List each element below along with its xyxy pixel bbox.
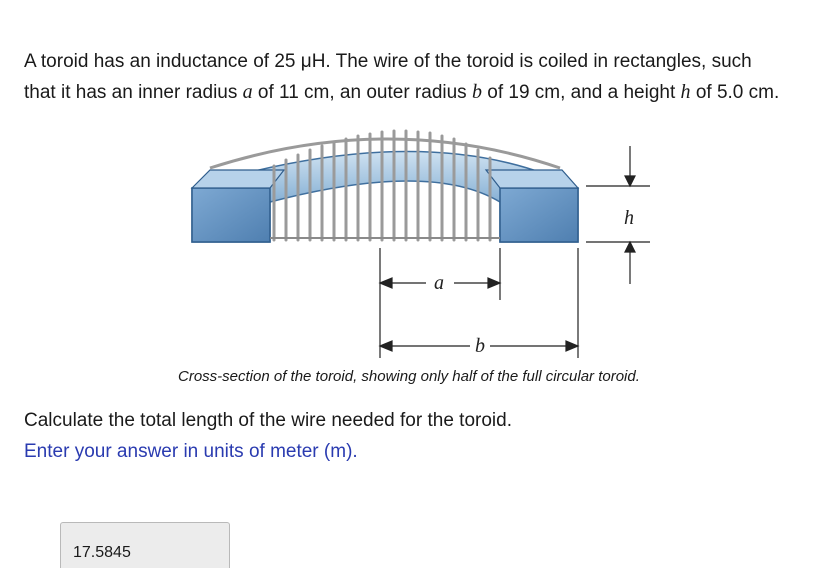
var-b: b: [471, 81, 482, 103]
coil-windings: [272, 129, 492, 242]
question-text: Calculate the total length of the wire n…: [24, 410, 512, 431]
b-dimension: [378, 248, 580, 358]
label-b: b: [475, 335, 485, 357]
right-cross-section: [499, 187, 579, 243]
a-dimension: [378, 248, 502, 358]
toroid-figure: h a b: [190, 129, 650, 358]
answer-instruction: Enter your answer in units of meter (m).: [24, 441, 358, 462]
var-a: a: [242, 81, 253, 103]
label-h: h: [624, 207, 634, 229]
problem-line-2: that it has an inner radius a of 11 cm, …: [24, 81, 780, 103]
problem-line-1: A toroid has an inductance of 25 μH. The…: [24, 51, 752, 72]
left-cross-section: [191, 187, 271, 243]
answer-input[interactable]: [60, 522, 230, 568]
figure-caption: Cross-section of the toroid, showing onl…: [178, 368, 640, 385]
problem-statement: A toroid has an inductance of 25 μH. The…: [24, 46, 824, 108]
coil-top-arc: [209, 137, 561, 170]
right-top-face: [484, 169, 580, 189]
h-dimension: [586, 146, 650, 284]
left-top-face: [190, 169, 286, 189]
label-a: a: [434, 272, 444, 294]
var-h: h: [680, 81, 691, 103]
